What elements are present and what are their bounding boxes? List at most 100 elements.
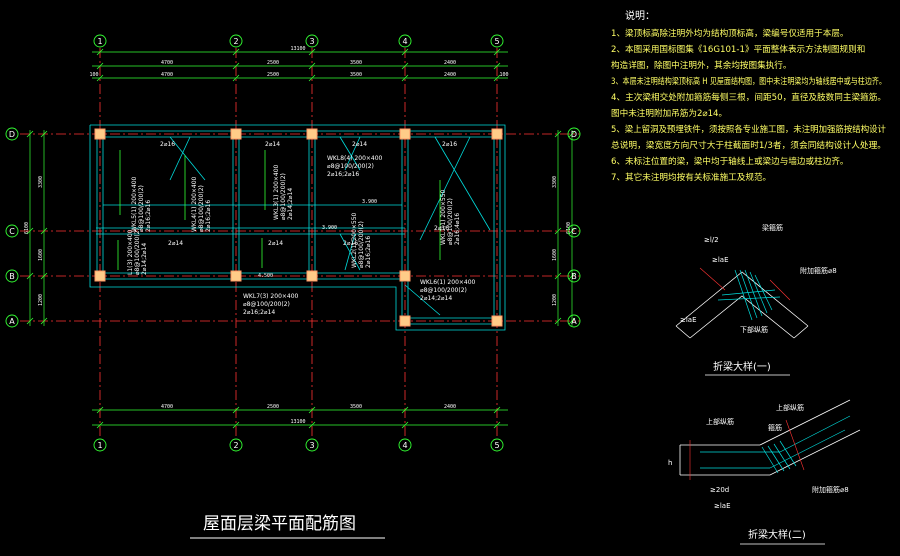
axis-bubble	[305, 34, 319, 48]
beam-label: WKL8(4) 200×400	[327, 155, 383, 162]
dim-tick	[493, 74, 501, 82]
beam-label: ⌀8@100/200(2)	[358, 221, 365, 268]
beam-label: ⌀8@100/200(2)	[138, 185, 145, 232]
dim-tick	[493, 62, 501, 70]
dim-tick	[554, 130, 562, 138]
beam-label: ⌀8@100/200(2)	[447, 198, 454, 245]
detail-2-label: 上部纵筋	[776, 403, 804, 412]
dim-tick	[308, 48, 316, 56]
axis-bubble-label: 5	[494, 37, 499, 46]
dim-tick	[232, 421, 240, 429]
axis-bubble-label: 2	[233, 37, 238, 46]
dim-tick	[26, 130, 34, 138]
axis-bubble-label: 3	[309, 441, 314, 450]
axis-bubble	[567, 127, 581, 141]
column	[399, 315, 411, 327]
dim-top-span: 3500	[350, 60, 362, 66]
dim-right-span: 1600	[552, 249, 558, 261]
axis-bubble-label: A	[571, 317, 577, 326]
dim-tick	[554, 272, 562, 280]
dim-top-total: 13100	[290, 46, 305, 52]
detail-1-label: ≥laE	[680, 316, 697, 324]
note-line: 2、本图采用国标图集《16G101-1》平面整体表示方法制图规则和	[611, 43, 865, 55]
dim-left-span: 1200	[38, 294, 44, 306]
dim-tick	[40, 130, 48, 138]
beam-label: ⌀8@100/200(2)	[420, 287, 467, 294]
axis-bubble	[5, 127, 19, 141]
dim-top-offset: 100	[89, 72, 98, 78]
beam-label: 2⌀16;2⌀16	[327, 171, 359, 178]
dim-tick	[401, 421, 409, 429]
column	[491, 315, 503, 327]
detail-1-label: 附加箍筋⌀8	[800, 266, 837, 275]
dim-right-span: 3300	[552, 176, 558, 188]
detail-2-title: 折梁大样(二)	[748, 528, 806, 541]
note-line: 5、梁上留洞及预埋铁件，须按照各专业施工图，未注明加强筋按结构设计	[611, 123, 886, 135]
axis-bubble	[490, 34, 504, 48]
axis-grid-lines	[20, 48, 580, 438]
dim-tick	[26, 227, 34, 235]
dim-top-offset: 3500	[350, 72, 362, 78]
dim-tick	[568, 130, 576, 138]
dim-tick	[401, 406, 409, 414]
dim-tick	[26, 317, 34, 325]
beam-label: 2⌀14	[168, 240, 183, 247]
beam-label: WKL6(1) 200×400	[420, 279, 476, 286]
beam-label: WKL4(1) 200×400	[191, 176, 198, 232]
dim-tick	[493, 48, 501, 56]
note-line: 6、未标注位置的梁，梁中均于轴线上或梁边与墙边或柱边齐。	[611, 155, 849, 167]
axis-bubble	[5, 314, 19, 328]
beam-label: 2⌀14;2⌀14	[287, 188, 294, 220]
dim-tick	[232, 48, 240, 56]
dim-tick	[40, 227, 48, 235]
beam-label: ⌀8@100/200(2)	[198, 185, 205, 232]
beam-label: 2⌀16;4⌀16	[454, 213, 461, 245]
detail-2-label: 上部纵筋	[706, 417, 734, 426]
detail-1: ≥l/2 ≥laE 梁箍筋 附加箍筋⌀8 下部纵筋 ≥laE 折梁大样(一)	[675, 223, 837, 376]
beam-label: 2⌀16	[160, 141, 175, 148]
dim-top-offset: 4700	[161, 72, 173, 78]
column	[230, 128, 242, 140]
dim-tick	[493, 421, 501, 429]
dim-bottom-span: 4700	[161, 404, 173, 410]
dim-tick	[401, 62, 409, 70]
dim-tick	[96, 421, 104, 429]
axis-bubble-label: 4	[402, 441, 407, 450]
dim-tick	[568, 317, 576, 325]
beam-label: 2⌀16;2⌀16	[145, 200, 152, 232]
note-line: 3、本层未注明结构梁顶标高 H 见屋面结构图，图中未注明梁均为轴线居中或与柱边齐…	[611, 75, 886, 87]
beam-label: 2⌀14	[265, 141, 280, 148]
axis-bubble-label: 1	[97, 37, 102, 46]
rebar-indicators	[117, 150, 441, 270]
beam-label: 2⌀16;2⌀16	[205, 200, 212, 232]
dim-top-offset: 2400	[444, 72, 456, 78]
axis-bubble	[305, 438, 319, 452]
detail-2-label: ≥laE	[714, 502, 731, 510]
detail-1-label: ≥laE	[712, 256, 729, 264]
detail-1-label: ≥l/2	[704, 236, 719, 244]
dim-tick	[96, 74, 104, 82]
note-line: 构造详图，除图中注明外，其余均按图集执行。	[611, 59, 791, 71]
axis-bubble-label: C	[571, 227, 577, 236]
beam-label: WKL3(1) 200×400	[273, 164, 280, 220]
note-line: 7、其它未注明均按有关标准施工及规范。	[611, 171, 771, 183]
dim-bottom-span: 2500	[267, 404, 279, 410]
dim-tick	[308, 421, 316, 429]
note-line: 4、主次梁相交处附加箍筋每侧三根，间距50，直径及肢数同主梁箍筋。	[611, 91, 886, 103]
dim-tick	[96, 62, 104, 70]
beam-label: 2⌀16	[434, 225, 449, 232]
axis-bubble-label: A	[9, 317, 15, 326]
beam-label: ⌀8@100/200(2)	[280, 173, 287, 220]
axis-bubble-label: 3	[309, 37, 314, 46]
beam-label: WKL7(3) 200×400	[243, 293, 299, 300]
beam-label: 2⌀16;2⌀14	[243, 309, 275, 316]
dim-left-total: 6100	[24, 222, 30, 234]
column	[306, 128, 318, 140]
dim-tick	[232, 62, 240, 70]
dim-tick	[308, 62, 316, 70]
dim-bottom-span: 2400	[444, 404, 456, 410]
axis-bubble-label: 5	[494, 441, 499, 450]
axis-bubble-label: D	[571, 130, 577, 139]
dim-tick	[308, 406, 316, 414]
dim-top-offset: 100	[499, 72, 508, 78]
